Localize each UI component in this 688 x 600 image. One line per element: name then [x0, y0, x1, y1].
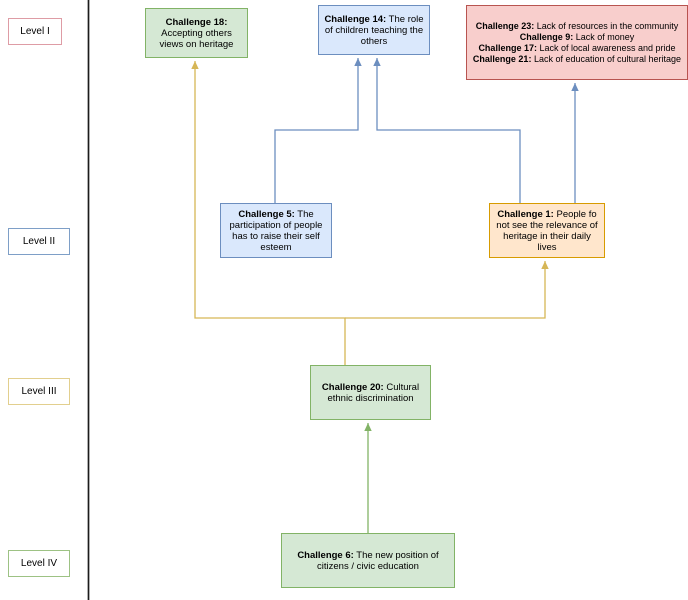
level-iii-label: Level III	[8, 378, 70, 405]
edge-challenge1-to-challenge14	[373, 58, 521, 203]
challenge-21-title: Challenge 21:	[472, 53, 532, 64]
challenge-6-node: Challenge 6: The new position of citizen…	[281, 533, 455, 588]
level-i-label: Level I	[8, 18, 62, 45]
challenge-1-node: Challenge 1: People fo not see the relev…	[489, 203, 605, 258]
challenge-18-text: Challenge 18: Accepting others views on …	[149, 17, 244, 50]
challenge-6-body: The new position of citizens / civic edu…	[317, 549, 439, 572]
level-ii-text: Level II	[22, 236, 56, 247]
challenge-20-body: Cultural ethnic discrimination	[327, 381, 420, 404]
challenge-17-title: Challenge 17:	[478, 42, 537, 53]
challenge-5-text: Challenge 5: The participation of people…	[224, 209, 328, 253]
challenge-1-title: Challenge 1:	[497, 208, 554, 220]
level-iii-text: Level III	[21, 386, 57, 397]
challenge-14-node: Challenge 14: The role of children teach…	[318, 5, 430, 55]
edge-challenge5-to-challenge14	[274, 58, 362, 203]
challenge-23-title: Challenge 23:	[475, 20, 535, 31]
challenge-1-body: People fo not see the relevance of herit…	[496, 208, 598, 253]
challenge-9-body: Lack of money	[573, 31, 635, 42]
red-group-node: Challenge 23: Lack of resources in the c…	[466, 5, 688, 80]
challenge-20-title: Challenge 20:	[321, 381, 384, 393]
challenge-6-text: Challenge 6: The new position of citizen…	[285, 550, 451, 572]
challenge-14-title: Challenge 14:	[324, 13, 387, 25]
challenge-9-title: Challenge 9:	[519, 31, 574, 42]
challenge-23-body: Lack of resources in the community	[534, 20, 679, 31]
edge-challenge20-to-challenge1	[345, 261, 549, 319]
level-iv-label: Level IV	[8, 550, 70, 577]
level-i-text: Level I	[20, 26, 50, 37]
level-iv-text: Level IV	[20, 558, 58, 569]
challenge-1-text: Challenge 1: People fo not see the relev…	[493, 209, 601, 253]
challenge-20-text: Challenge 20: Cultural ethnic discrimina…	[314, 382, 427, 404]
challenge-14-body: The role of children teaching the others	[324, 13, 424, 47]
edge-challenge20-to-challenge18	[191, 61, 346, 365]
red-group-list: Challenge 23: Lack of resources in the c…	[470, 21, 684, 65]
challenge-18-node: Challenge 18: Accepting others views on …	[145, 8, 248, 58]
challenge-21-body: Lack of education of cultural heritage	[531, 53, 682, 64]
challenge-23-text: Challenge 23: Lack of resources in the c…	[470, 21, 684, 32]
challenge-20-node: Challenge 20: Cultural ethnic discrimina…	[310, 365, 431, 420]
challenge-21-text: Challenge 21: Lack of education of cultu…	[470, 54, 684, 65]
challenge-5-node: Challenge 5: The participation of people…	[220, 203, 332, 258]
challenge-17-body: Lack of local awareness and pride	[536, 42, 676, 53]
challenge-14-text: Challenge 14: The role of children teach…	[322, 14, 426, 47]
level-ii-label: Level II	[8, 228, 70, 255]
challenge-18-title: Challenge 18:	[165, 16, 228, 28]
challenge-6-title: Challenge 6:	[297, 549, 354, 561]
challenge-9-text: Challenge 9: Lack of money	[470, 32, 684, 43]
challenge-17-text: Challenge 17: Lack of local awareness an…	[470, 43, 684, 54]
challenge-18-body: Accepting others views on heritage	[159, 27, 234, 50]
challenge-5-body: The participation of people has to raise…	[229, 208, 323, 253]
challenge-5-title: Challenge 5:	[238, 208, 295, 220]
